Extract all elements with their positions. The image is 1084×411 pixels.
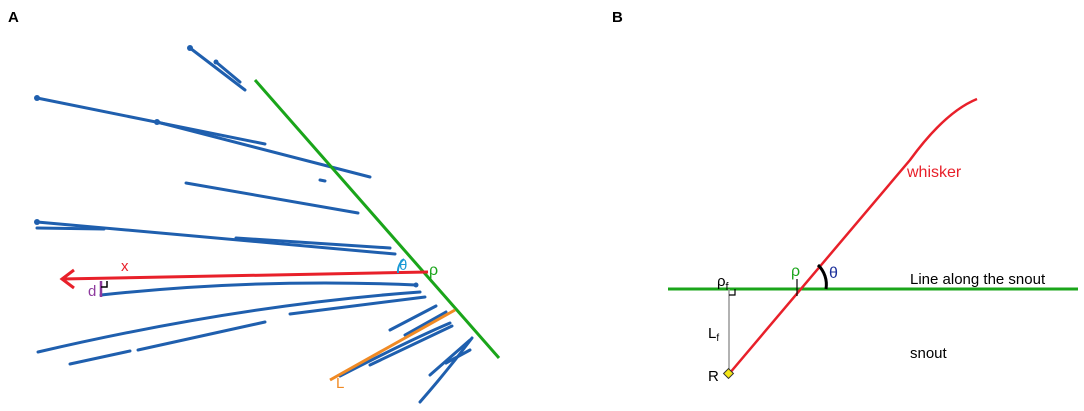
theta-arc: [396, 258, 405, 274]
rho-f-main: ρ: [717, 273, 726, 290]
Lf-sub: f: [716, 333, 719, 344]
whisker-trace: [184, 181, 360, 215]
whisker-endpoint: [154, 119, 160, 125]
rho-f-label: ρf: [717, 273, 730, 293]
whisker-label: whisker: [906, 164, 962, 181]
rho-f-sub: f: [726, 281, 730, 293]
whisker-trace: [318, 178, 327, 183]
whisker-traces: [35, 46, 474, 404]
whisker-trace: [338, 321, 452, 378]
whisker-trace: [155, 120, 372, 179]
L-segment: [329, 308, 456, 382]
Lf-label: Lf: [708, 325, 719, 344]
panel-b-label: B: [612, 9, 623, 26]
whisker-trace: [288, 295, 427, 316]
whisker-trace: [136, 320, 267, 352]
whisker-trace: [188, 46, 247, 92]
d-label: d: [88, 283, 96, 300]
whisker-curve: [728, 97, 978, 375]
whisker-trace: [35, 226, 106, 231]
whisker-endpoint: [34, 95, 40, 101]
whisker-trace: [36, 290, 422, 354]
whisker-endpoints: [34, 45, 419, 288]
snout-label: snout: [910, 345, 948, 362]
theta-label: θ: [399, 257, 407, 274]
x-axis-arrowhead: [59, 268, 75, 290]
whisker-endpoint: [187, 45, 193, 51]
whisker-trace: [35, 96, 267, 146]
right-angle-marker: [729, 289, 736, 296]
x-axis-arrow: [61, 270, 429, 281]
whisker-endpoint: [34, 219, 40, 225]
whisker-trace: [418, 336, 474, 404]
panel-a-label: A: [8, 9, 19, 26]
right-angle-marker: [101, 281, 108, 288]
whisker-trace: [99, 281, 418, 297]
snout-line-label: Line along the snout: [910, 271, 1046, 288]
L-label: L: [336, 375, 344, 392]
R-label: R: [708, 368, 719, 385]
whisker-trace: [368, 324, 454, 367]
panel-a: A: [8, 9, 501, 404]
whisker-trace: [68, 349, 132, 366]
whisker-endpoint: [213, 59, 219, 65]
x-label: x: [121, 258, 129, 275]
whisker-trace: [403, 310, 448, 337]
Lf-main: L: [708, 325, 716, 342]
whisker-trace: [428, 338, 472, 377]
whisker-trace: [388, 304, 438, 332]
whisker-endpoint: [413, 282, 419, 288]
whisker-trace: [35, 220, 397, 256]
theta-arc: [816, 263, 828, 290]
whisker-trace: [214, 60, 242, 84]
snout-line: [253, 79, 501, 359]
rho-label: ρ: [791, 263, 800, 280]
whisker-trace: [234, 236, 392, 250]
theta-label: θ: [829, 265, 838, 282]
R-marker: [722, 367, 735, 380]
panel-b: B ρf ρ θ Lf R whisker Line along the sno…: [612, 9, 1078, 385]
rho-label: ρ: [429, 262, 438, 279]
